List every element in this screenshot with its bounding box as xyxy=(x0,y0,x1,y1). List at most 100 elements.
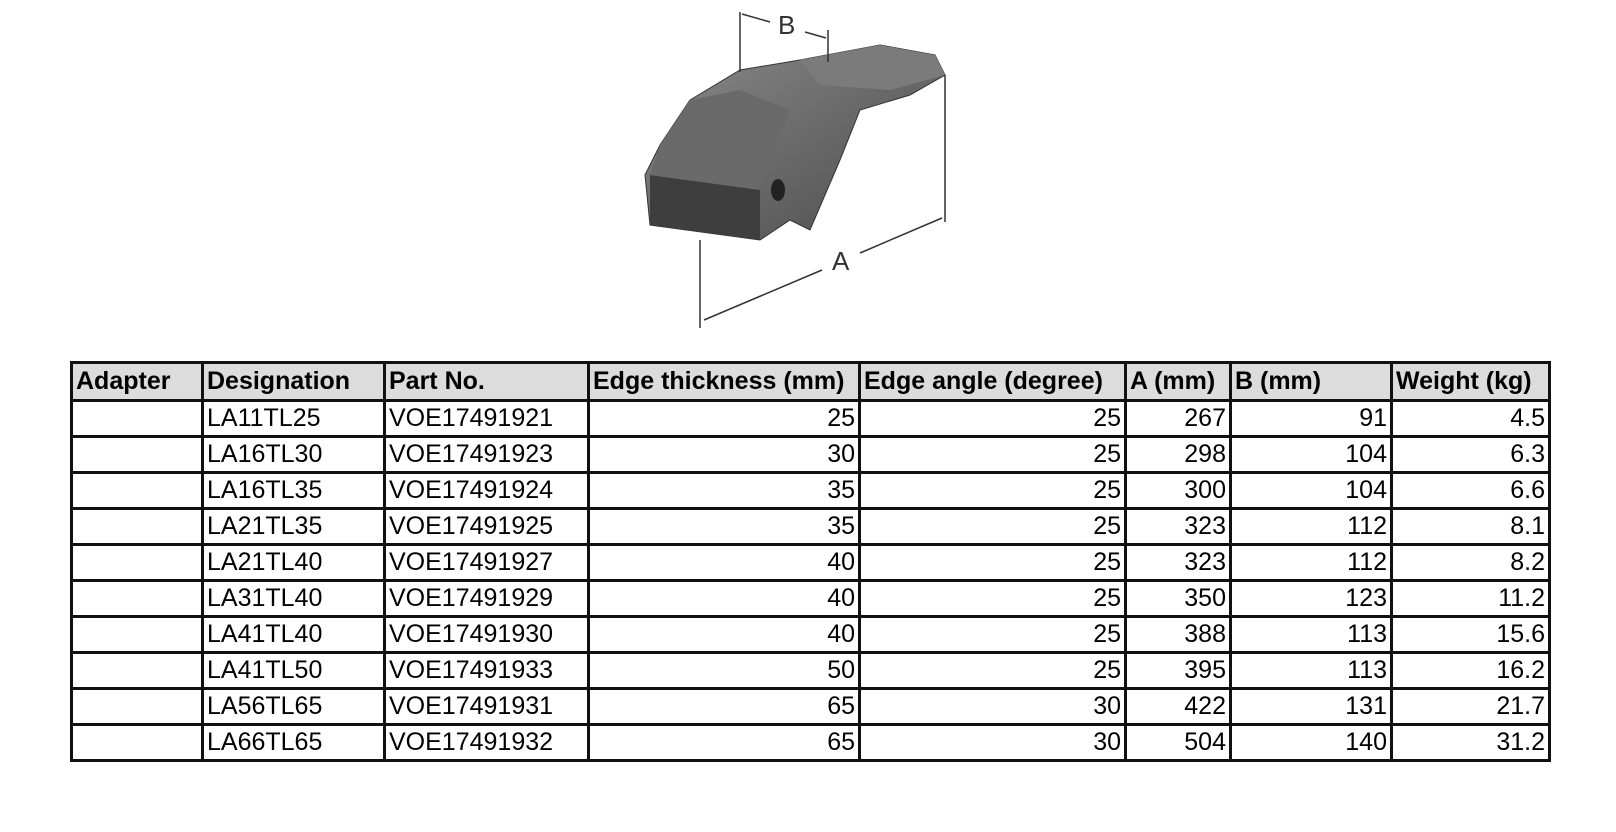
header-designation: Designation xyxy=(201,361,386,402)
cell-edge-angle: 25 xyxy=(858,435,1127,474)
cell-part-no: VOE17491927 xyxy=(383,543,590,582)
header-edge-angle: Edge angle (degree) xyxy=(858,361,1127,402)
header-weight: Weight (kg) xyxy=(1390,361,1551,402)
cell-a-mm: 395 xyxy=(1124,651,1232,690)
cell-a-mm: 388 xyxy=(1124,615,1232,654)
cell-edge-angle: 25 xyxy=(858,651,1127,690)
cell-adapter xyxy=(70,435,204,474)
cell-designation: LA21TL35 xyxy=(201,507,386,546)
cell-edge-thickness: 30 xyxy=(587,435,861,474)
dimension-label-b: B xyxy=(778,10,795,40)
cell-adapter xyxy=(70,687,204,726)
cell-edge-thickness: 40 xyxy=(587,543,861,582)
cell-b-mm: 113 xyxy=(1229,651,1393,690)
cell-designation: LA41TL40 xyxy=(201,615,386,654)
cell-designation: LA66TL65 xyxy=(201,723,386,762)
cell-designation: LA41TL50 xyxy=(201,651,386,690)
cell-edge-angle: 25 xyxy=(858,579,1127,618)
cell-a-mm: 323 xyxy=(1124,543,1232,582)
cell-designation: LA16TL35 xyxy=(201,471,386,510)
cell-weight: 11.2 xyxy=(1390,579,1551,618)
header-b-mm: B (mm) xyxy=(1229,361,1393,402)
cell-b-mm: 112 xyxy=(1229,507,1393,546)
cell-b-mm: 104 xyxy=(1229,471,1393,510)
cell-edge-angle: 25 xyxy=(858,507,1127,546)
cell-edge-thickness: 65 xyxy=(587,687,861,726)
header-adapter: Adapter xyxy=(70,361,204,402)
cell-designation: LA56TL65 xyxy=(201,687,386,726)
cell-b-mm: 123 xyxy=(1229,579,1393,618)
cell-edge-thickness: 35 xyxy=(587,507,861,546)
cell-b-mm: 113 xyxy=(1229,615,1393,654)
cell-designation: LA16TL30 xyxy=(201,435,386,474)
cell-adapter xyxy=(70,507,204,546)
cell-edge-angle: 25 xyxy=(858,471,1127,510)
table-header-row: Adapter Designation Part No. Edge thickn… xyxy=(70,361,1551,402)
cell-b-mm: 91 xyxy=(1229,399,1393,438)
cell-weight: 4.5 xyxy=(1390,399,1551,438)
cell-edge-angle: 25 xyxy=(858,399,1127,438)
cell-b-mm: 131 xyxy=(1229,687,1393,726)
cell-a-mm: 422 xyxy=(1124,687,1232,726)
cell-designation: LA11TL25 xyxy=(201,399,386,438)
cell-weight: 6.3 xyxy=(1390,435,1551,474)
dimension-label-a: A xyxy=(832,246,850,276)
cell-part-no: VOE17491932 xyxy=(383,723,590,762)
cell-weight: 15.6 xyxy=(1390,615,1551,654)
cell-weight: 16.2 xyxy=(1390,651,1551,690)
cell-adapter xyxy=(70,471,204,510)
cell-b-mm: 112 xyxy=(1229,543,1393,582)
cell-edge-angle: 25 xyxy=(858,615,1127,654)
cell-edge-thickness: 35 xyxy=(587,471,861,510)
cell-edge-angle: 30 xyxy=(858,687,1127,726)
cell-designation: LA21TL40 xyxy=(201,543,386,582)
cell-a-mm: 298 xyxy=(1124,435,1232,474)
cell-part-no: VOE17491924 xyxy=(383,471,590,510)
cell-a-mm: 504 xyxy=(1124,723,1232,762)
cell-b-mm: 104 xyxy=(1229,435,1393,474)
adapter-spec-table: Adapter Designation Part No. Edge thickn… xyxy=(70,361,1551,762)
cell-part-no: VOE17491921 xyxy=(383,399,590,438)
cell-a-mm: 300 xyxy=(1124,471,1232,510)
cell-part-no: VOE17491925 xyxy=(383,507,590,546)
cell-weight: 21.7 xyxy=(1390,687,1551,726)
header-part-no: Part No. xyxy=(383,361,590,402)
cell-weight: 8.1 xyxy=(1390,507,1551,546)
cell-part-no: VOE17491923 xyxy=(383,435,590,474)
dimension-lines xyxy=(699,12,946,328)
header-edge-thickness: Edge thickness (mm) xyxy=(587,361,861,402)
cell-part-no: VOE17491930 xyxy=(383,615,590,654)
cell-adapter xyxy=(70,399,204,438)
adapter-shape xyxy=(644,44,946,241)
cell-designation: LA31TL40 xyxy=(201,579,386,618)
cell-weight: 31.2 xyxy=(1390,723,1551,762)
cell-b-mm: 140 xyxy=(1229,723,1393,762)
cell-edge-angle: 30 xyxy=(858,723,1127,762)
cell-edge-thickness: 25 xyxy=(587,399,861,438)
cell-a-mm: 267 xyxy=(1124,399,1232,438)
cell-edge-angle: 25 xyxy=(858,543,1127,582)
cell-weight: 6.6 xyxy=(1390,471,1551,510)
cell-part-no: VOE17491929 xyxy=(383,579,590,618)
cell-edge-thickness: 40 xyxy=(587,615,861,654)
cell-a-mm: 323 xyxy=(1124,507,1232,546)
cell-part-no: VOE17491933 xyxy=(383,651,590,690)
cell-edge-thickness: 50 xyxy=(587,651,861,690)
cell-adapter xyxy=(70,579,204,618)
cell-edge-thickness: 40 xyxy=(587,579,861,618)
cell-edge-thickness: 65 xyxy=(587,723,861,762)
cell-adapter xyxy=(70,615,204,654)
cell-a-mm: 350 xyxy=(1124,579,1232,618)
cell-adapter xyxy=(70,723,204,762)
adapter-drawing: B A xyxy=(644,10,946,328)
cell-adapter xyxy=(70,543,204,582)
